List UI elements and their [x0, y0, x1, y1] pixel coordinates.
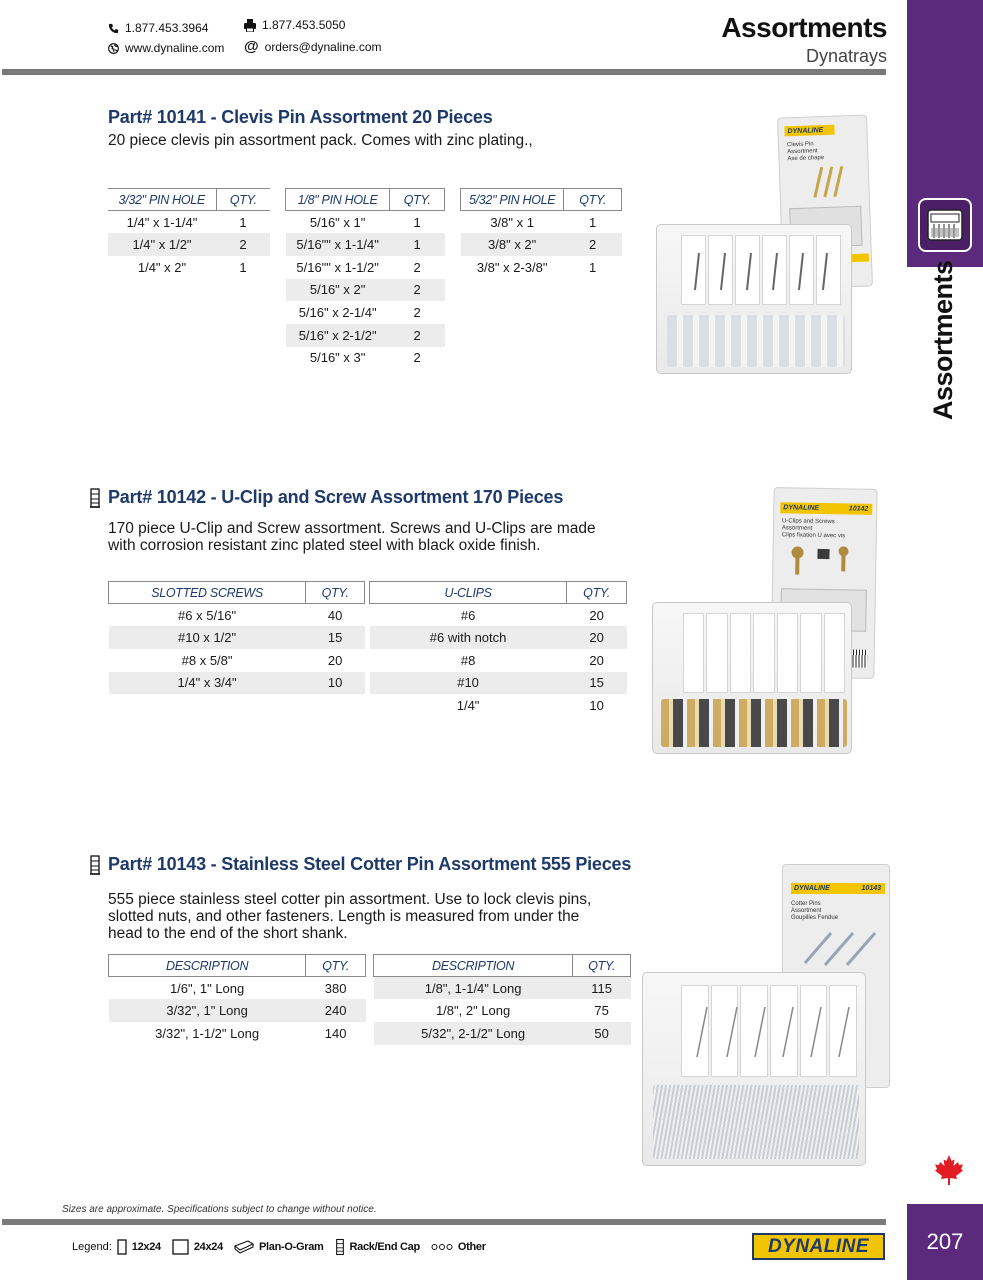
maple-leaf-icon	[935, 1155, 963, 1185]
table-header: QTY.	[305, 954, 366, 977]
table-row: 5/16" x 2"2	[285, 278, 445, 302]
table-row: 1/4" x 1-1/4"1	[126, 214, 247, 230]
legend-12x24: 12x24	[131, 1241, 161, 1253]
table-header: QTY.	[389, 188, 445, 211]
rack-end-cap-icon	[90, 488, 100, 508]
section-3-description: 555 piece stainless steel cotter pin ass…	[108, 891, 592, 942]
table-row: #6 x 5/16"40	[178, 607, 343, 623]
phone-number: 1.877.453.3964	[125, 21, 209, 35]
legend-24x24: 24x24	[193, 1241, 223, 1253]
footer-rule	[2, 1219, 886, 1225]
section-2-table-1: SLOTTED SCREWS QTY. #6 x 5/16"40 #10 x 1…	[107, 581, 365, 695]
disclaimer: Sizes are approximate. Specifications su…	[62, 1204, 377, 1215]
rack-end-cap-icon	[335, 1238, 344, 1256]
phone-contact[interactable]: 1.877.453.3964	[108, 21, 208, 35]
phone-icon	[108, 23, 119, 33]
legend: Legend: 12x24 24x24 Plan-O-Gram Rack/End…	[72, 1238, 486, 1256]
fax-contact[interactable]: 1.877.453.5050	[244, 18, 345, 32]
section-1-title: Part# 10141 - Clevis Pin Assortment 20 P…	[108, 107, 493, 127]
fax-number: 1.877.453.5050	[262, 18, 346, 32]
legend-label: Legend:	[72, 1241, 112, 1253]
at-icon: @	[244, 38, 259, 55]
section-1-table-2: 1/8" PIN HOLE QTY. 5/16" x 1"1 5/16"" x …	[284, 188, 445, 369]
table-row: 5/16" x 2-1/2"2	[285, 323, 445, 347]
table-row: #10 x 1/2"15	[108, 626, 365, 649]
other-icon	[431, 1244, 453, 1250]
table-row: 5/16" x 3"2	[309, 350, 421, 366]
table-row: 1/4"10	[456, 698, 604, 714]
table-row: #8 x 5/8"20	[181, 652, 343, 668]
page-number: 207	[907, 1204, 983, 1280]
dynatray-icon	[918, 198, 972, 252]
24x24-icon	[172, 1239, 189, 1255]
table-row: 5/16" x 1"1	[309, 214, 421, 230]
sidebar-category-label: Assortments	[928, 260, 958, 420]
table-row: 1/4" x 2"1	[137, 259, 247, 275]
legend-rack-end-cap: Rack/End Cap	[349, 1241, 421, 1253]
section-3-title: Part# 10143 - Stainless Steel Cotter Pin…	[108, 854, 632, 874]
page-subtitle: Dynatrays	[805, 46, 887, 66]
legend-other: Other	[457, 1241, 486, 1253]
section-2-description: 170 piece U-Clip and Screw assortment. S…	[108, 520, 596, 554]
table-row: 1/4" x 1/2"2	[108, 233, 270, 256]
email-address: orders@dynaline.com	[264, 39, 382, 54]
table-header: SLOTTED SCREWS	[107, 581, 306, 604]
dynaline-logo: DYNALINE	[752, 1233, 885, 1260]
globe-icon	[108, 42, 119, 54]
table-header: DESCRIPTION	[372, 954, 573, 977]
table-row: 1/4" x 3/4"10	[108, 671, 365, 695]
table-row: 3/8" x 2"2	[460, 233, 622, 256]
table-row: 5/16"" x 1-1/2"2	[296, 259, 421, 275]
website-url: www.dynaline.com	[125, 41, 225, 55]
table-header: QTY.	[566, 581, 627, 604]
rack-end-cap-icon	[90, 855, 100, 875]
table-header: 1/8" PIN HOLE	[284, 188, 390, 211]
fax-icon	[244, 18, 256, 32]
table-row: 5/16" x 2-1/4"2	[298, 305, 421, 321]
table-header: QTY.	[563, 188, 622, 211]
12x24-icon	[117, 1239, 127, 1255]
website-contact[interactable]: www.dynaline.com	[108, 41, 224, 55]
legend-plan-o-gram: Plan-O-Gram	[258, 1241, 324, 1253]
page-title: Assortments	[721, 12, 887, 43]
table-header: QTY.	[215, 188, 270, 211]
email-contact[interactable]: @ orders@dynaline.com	[244, 39, 382, 54]
table-row: 3/8" x 2-3/8"1	[476, 259, 597, 275]
plan-o-gram-icon	[233, 1240, 254, 1254]
table-header: 3/32" PIN HOLE	[108, 188, 216, 211]
table-header: QTY.	[572, 954, 631, 977]
table-header: QTY.	[305, 581, 365, 604]
table-row: 5/16"" x 1-1/4"1	[285, 233, 445, 256]
section-1-description: 20 piece clevis pin assortment pack. Com…	[108, 132, 533, 149]
section-1-table-1: 3/32" PIN HOLE QTY. 1/4" x 1-1/4"1 1/4" …	[108, 188, 270, 279]
table-header: U-CLIPS	[368, 581, 567, 604]
section-2-title: Part# 10142 - U-Clip and Screw Assortmen…	[108, 487, 564, 507]
table-header: DESCRIPTION	[107, 954, 306, 977]
header-rule	[2, 69, 886, 75]
table-header: 5/32" PIN HOLE	[459, 188, 564, 211]
